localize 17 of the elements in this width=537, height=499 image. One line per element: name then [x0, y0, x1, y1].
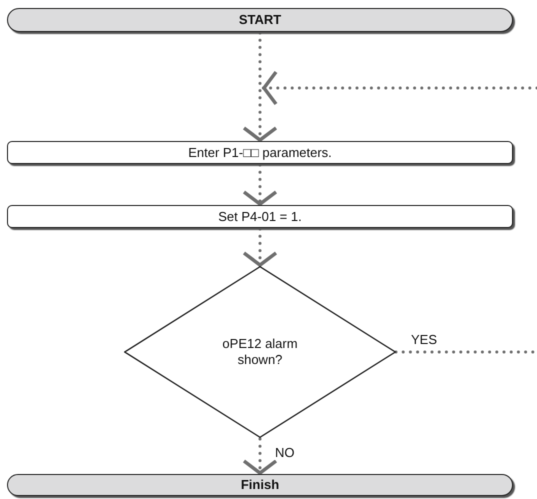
process-box: [7, 205, 513, 228]
terminal-box: [7, 8, 513, 32]
dotted-arrow: [242, 438, 278, 476]
decision-text: oPE12 alarm shown?: [222, 336, 298, 368]
terminal-label: START: [238, 12, 282, 28]
dotted-arrow: [242, 228, 278, 268]
edge-label: NO: [274, 445, 296, 460]
dotted-arrow: [262, 70, 537, 106]
dotted-line: [394, 350, 537, 354]
edge-label: YES: [410, 332, 438, 347]
process-box: [7, 141, 513, 164]
step-text: Enter P1-□□ parameters.: [188, 144, 332, 160]
step-text: Set P4-01 = 1.: [218, 208, 302, 224]
dotted-arrow: [242, 32, 278, 142]
terminal-box: [7, 474, 513, 496]
dotted-arrow: [242, 164, 278, 206]
terminal-label: Finish: [240, 477, 280, 493]
